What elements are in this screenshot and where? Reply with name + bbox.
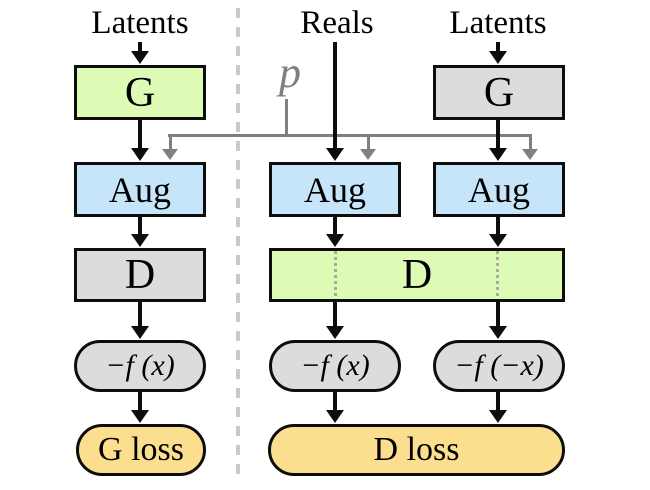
d-loss-pill: D loss [268, 424, 565, 476]
arrow-d-to-f-left [138, 302, 142, 327]
arrowhead-aug-to-d-left-icon [131, 234, 149, 247]
arrowhead-f-to-gloss-icon [131, 410, 149, 423]
generator-box-right: G [433, 65, 565, 120]
arrow-aug-to-d-mid [333, 217, 337, 235]
arrowhead-f-to-dloss-right-icon [489, 410, 507, 423]
f-output-pill-fakes: −f (−x) [433, 340, 565, 392]
arrowhead-aug-to-d-right-icon [489, 234, 507, 247]
p-arrowhead-mid-icon [360, 149, 376, 160]
f-output-pill-reals: −f (x) [269, 340, 401, 392]
label-latents-left: Latents [91, 5, 189, 41]
p-stub-line [285, 99, 288, 137]
arrowhead-latents-to-g-right-icon [489, 51, 507, 64]
dashed-divider [236, 8, 240, 480]
p-drop-mid [366, 134, 370, 150]
arrowhead-f-to-dloss-mid-icon [326, 410, 344, 423]
arrowhead-g-to-aug-right-icon [489, 148, 507, 161]
arrow-f-to-gloss [138, 392, 142, 411]
p-horizontal-line [168, 134, 532, 137]
arrowhead-reals-to-aug-icon [326, 148, 344, 161]
aug-box-reals: Aug [269, 162, 401, 217]
arrow-f-to-dloss-mid [333, 392, 337, 411]
arrow-latents-to-g-right [496, 42, 500, 52]
arrow-reals-to-aug [333, 42, 337, 149]
f-output-pill-left: −f (x) [74, 340, 206, 392]
arrow-d-to-f-right [496, 302, 500, 327]
arrowhead-d-to-f-mid-icon [326, 326, 344, 339]
aug-box-left: Aug [74, 162, 206, 217]
label-reals: Reals [300, 5, 374, 41]
p-arrowhead-left-icon [162, 149, 178, 160]
arrow-latents-to-g-left [138, 42, 142, 52]
arrowhead-latents-to-g-left-icon [131, 51, 149, 64]
dotted-separator-right [495, 251, 499, 299]
aug-probability-label: p [279, 48, 301, 97]
arrowhead-g-to-aug-left-icon [131, 148, 149, 161]
aug-box-fakes: Aug [433, 162, 565, 217]
arrow-aug-to-d-right [496, 217, 500, 235]
p-drop-right [528, 134, 532, 150]
arrowhead-d-to-f-right-icon [489, 326, 507, 339]
discriminator-box-left: D [74, 248, 206, 302]
p-arrowhead-right-icon [522, 149, 538, 160]
arrowhead-d-to-f-left-icon [131, 326, 149, 339]
g-loss-pill: G loss [76, 424, 206, 476]
arrowhead-aug-to-d-mid-icon [326, 234, 344, 247]
arrow-g-to-aug-left [138, 119, 142, 149]
dotted-separator-left [333, 251, 337, 299]
arrow-f-to-dloss-right [496, 392, 500, 411]
label-latents-right: Latents [449, 5, 547, 41]
discriminator-box-wide: D [269, 248, 565, 302]
arrow-g-to-aug-right [496, 119, 500, 149]
arrow-d-to-f-mid [333, 302, 337, 327]
generator-box-left: G [74, 65, 206, 120]
arrow-aug-to-d-left [138, 217, 142, 235]
p-drop-left [168, 134, 172, 150]
